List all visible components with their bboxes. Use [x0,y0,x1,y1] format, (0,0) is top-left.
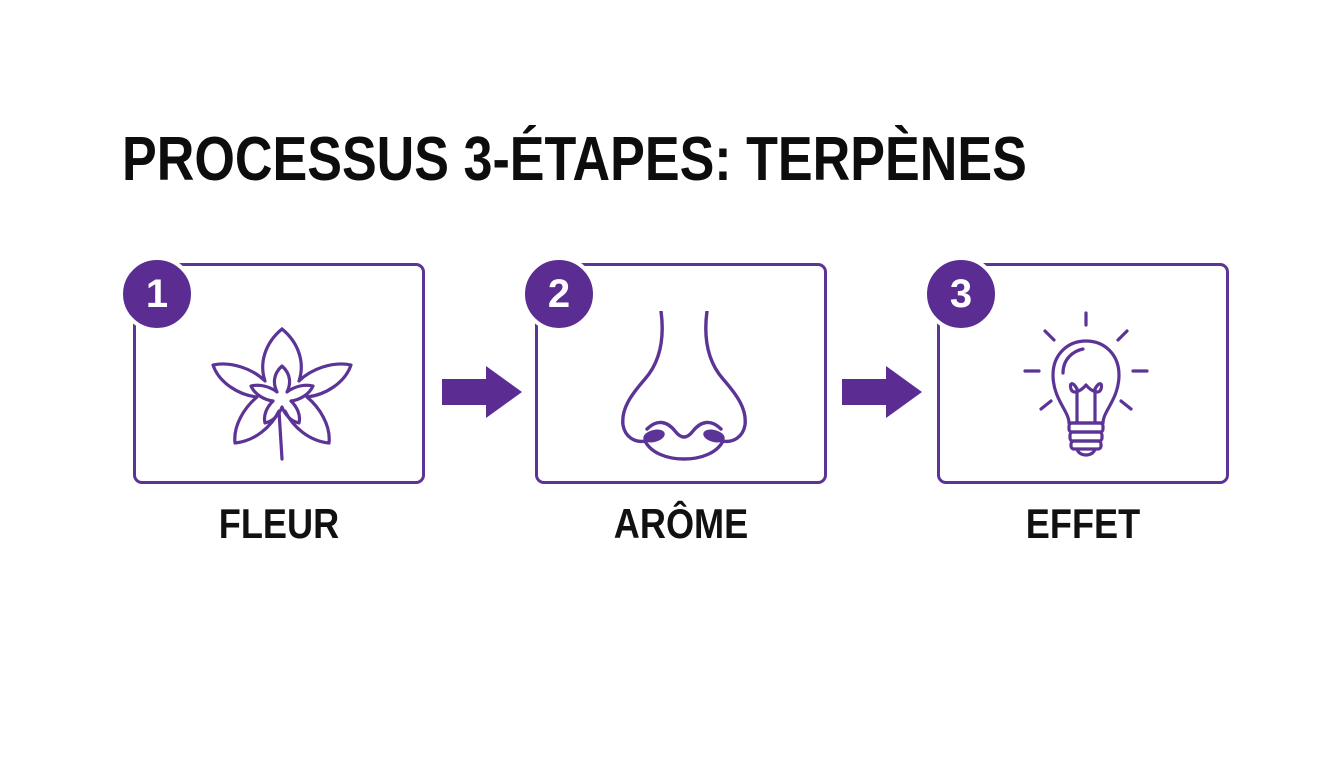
step-number-badge: 2 [521,256,597,332]
step-number-badge: 3 [923,256,999,332]
step-1: 1 FLEUR [119,256,433,556]
step-number-badge: 1 [119,256,195,332]
step-label: ARÔME [613,500,749,547]
step-box [937,263,1229,484]
lightbulb-icon [1011,311,1161,461]
flower-icon [207,311,357,461]
nose-icon [609,311,759,461]
step-label: FLEUR [218,500,340,547]
step-box [535,263,827,484]
step-3: 3 EFFET [923,256,1237,556]
arrow-right-icon [442,366,522,418]
arrow-right-icon [842,366,922,418]
page-title: PROCESSUS 3-ÉTAPES: TERPÈNES [122,125,1027,194]
step-label: EFFET [1025,500,1141,547]
step-2: 2 ARÔME [521,256,835,556]
